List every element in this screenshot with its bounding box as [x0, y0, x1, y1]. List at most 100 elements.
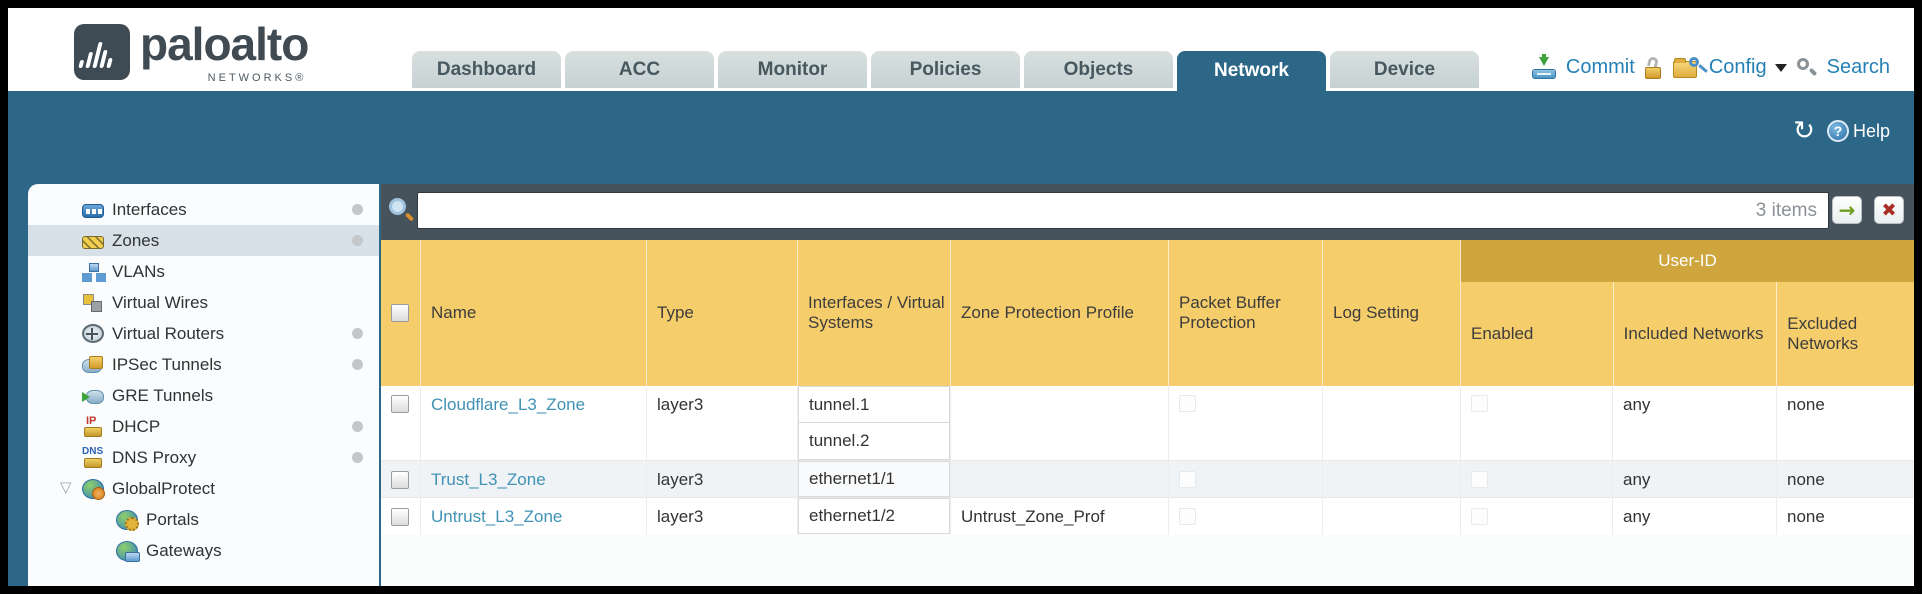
zones-table-body: Cloudflare_L3_Zone layer3 tunnel.1 tunne… [381, 386, 1914, 535]
zones-icon [82, 236, 104, 249]
interfaces-icon [82, 204, 104, 218]
globalprotect-icon [82, 478, 105, 500]
clear-filter-button[interactable]: ✖ [1874, 196, 1904, 224]
sidebar-item-interfaces[interactable]: Interfaces [28, 194, 379, 225]
filter-search-icon[interactable] [389, 198, 415, 224]
row-checkbox[interactable] [391, 507, 409, 526]
column-header-interfaces[interactable]: Interfaces / Virtual Systems [797, 240, 950, 386]
lock-icon[interactable] [1644, 55, 1663, 79]
sidebar-item-virtual-routers[interactable]: Virtual Routers [28, 318, 379, 349]
gre-tunnels-icon [82, 386, 104, 406]
column-label: Enabled [1471, 324, 1534, 343]
column-header-type[interactable]: Type [646, 240, 797, 386]
tab-device[interactable]: Device [1330, 51, 1479, 88]
sidebar-item-portals[interactable]: Portals [28, 504, 379, 535]
sidebar-item-dhcp[interactable]: DHCP [28, 411, 379, 442]
excluded-networks: none [1787, 395, 1825, 414]
main-content: 3 items → ✖ Name Type Interfaces / Virtu… [381, 184, 1914, 586]
user-id-enabled-checkbox[interactable] [1471, 471, 1488, 488]
user-id-column-group: User-ID Enabled Included Networks Exclud… [1460, 240, 1914, 386]
vlans-icon [82, 262, 104, 282]
select-all-checkbox[interactable] [391, 304, 409, 322]
top-navbar: paloalto NETWORKS® Dashboard ACC Monitor… [8, 8, 1914, 91]
tab-monitor[interactable]: Monitor [718, 51, 867, 88]
table-row-untrust: Untrust_L3_Zone layer3 ethernet1/2 Untru… [381, 497, 1914, 535]
tab-objects[interactable]: Objects [1024, 51, 1173, 88]
sidebar-item-label: Portals [146, 509, 199, 529]
sidebar-item-label: VLANs [112, 261, 165, 281]
column-header-name[interactable]: Name [420, 240, 646, 386]
column-header-excluded-networks[interactable]: Excluded Networks [1776, 282, 1914, 386]
apply-filter-button[interactable]: → [1832, 196, 1862, 224]
sidebar-item-virtual-wires[interactable]: Virtual Wires [28, 287, 379, 318]
included-networks: any [1623, 469, 1651, 489]
tab-policies[interactable]: Policies [871, 51, 1020, 88]
zone-name-link[interactable]: Untrust_L3_Zone [431, 506, 563, 526]
tab-network[interactable]: Network [1177, 51, 1326, 91]
commit-button[interactable]: Commit [1565, 56, 1635, 78]
sidebar-item-gateways[interactable]: Gateways [28, 535, 379, 566]
tab-acc[interactable]: ACC [565, 51, 714, 88]
sidebar-item-label: GlobalProtect [112, 478, 215, 498]
sidebar-item-label: DNS Proxy [112, 447, 197, 467]
sidebar-item-label: Gateways [146, 540, 222, 560]
excluded-networks: none [1787, 469, 1825, 489]
config-button[interactable]: Config [1708, 56, 1767, 78]
packet-buffer-checkbox[interactable] [1179, 395, 1196, 412]
sidebar-item-gre-tunnels[interactable]: GRE Tunnels [28, 380, 379, 411]
app-window: paloalto NETWORKS® Dashboard ACC Monitor… [8, 8, 1914, 586]
sidebar-item-ipsec-tunnels[interactable]: IPSec Tunnels [28, 349, 379, 380]
included-networks: any [1623, 395, 1651, 414]
user-id-enabled-checkbox[interactable] [1471, 508, 1488, 525]
commit-icon[interactable] [1531, 53, 1556, 79]
sidebar-item-dns-proxy[interactable]: DNS Proxy [28, 442, 379, 473]
expand-triangle-icon[interactable] [60, 478, 72, 496]
zone-name-link[interactable]: Trust_L3_Zone [431, 469, 546, 489]
dns-proxy-icon [82, 446, 104, 468]
column-header-included-networks[interactable]: Included Networks [1612, 282, 1777, 386]
sidebar-item-zones[interactable]: Zones [28, 225, 379, 256]
config-icon[interactable] [1672, 56, 1699, 79]
refresh-icon[interactable]: ↻ [1793, 116, 1815, 146]
logo-brand-text: paloalto [140, 18, 309, 70]
excluded-networks: none [1787, 506, 1825, 526]
virtual-routers-icon [82, 324, 104, 343]
status-dot [352, 328, 363, 339]
table-row-trust: Trust_L3_Zone layer3 ethernet1/1 any non… [381, 460, 1914, 498]
zone-name-link[interactable]: Cloudflare_L3_Zone [431, 395, 586, 414]
select-all-cell [381, 240, 420, 386]
column-label: Excluded Networks [1787, 314, 1859, 353]
tab-dashboard[interactable]: Dashboard [412, 51, 561, 88]
portals-icon [116, 509, 139, 531]
row-checkbox[interactable] [391, 470, 409, 489]
sidebar-item-label: Zones [112, 230, 160, 250]
user-id-group-header[interactable]: User-ID [1461, 240, 1914, 282]
help-button[interactable]: ? Help [1826, 120, 1890, 142]
packet-buffer-checkbox[interactable] [1179, 471, 1196, 488]
search-icon[interactable] [1796, 57, 1817, 78]
user-id-enabled-checkbox[interactable] [1471, 395, 1488, 412]
filter-bar: 3 items → ✖ [381, 184, 1914, 240]
column-header-packet-buffer-protection[interactable]: Packet Buffer Protection [1168, 240, 1322, 386]
packet-buffer-checkbox[interactable] [1179, 508, 1196, 525]
interface-cell: ethernet1/2 [798, 498, 950, 534]
sidebar: Interfaces Zones VLANs Virtual Wires Vir… [28, 184, 379, 586]
table-header: Name Type Interfaces / Virtual Systems Z… [381, 240, 1914, 386]
content-header-actions: ↻ ? Help [1793, 116, 1890, 146]
column-label: Log Setting [1333, 303, 1420, 322]
search-button[interactable]: Search [1826, 56, 1890, 78]
row-checkbox[interactable] [391, 395, 409, 413]
column-header-enabled[interactable]: Enabled [1461, 282, 1613, 386]
zone-type: layer3 [657, 395, 704, 414]
filter-input[interactable] [417, 192, 1829, 229]
sidebar-item-globalprotect[interactable]: GlobalProtect [28, 473, 379, 504]
column-header-zone-protection-profile[interactable]: Zone Protection Profile [950, 240, 1168, 386]
paloalto-logo-icon [74, 24, 130, 80]
interface-cell: ethernet1/1 [798, 461, 950, 497]
status-dot [352, 204, 363, 215]
status-dot [352, 359, 363, 370]
config-dropdown-caret-icon[interactable] [1774, 63, 1787, 72]
sidebar-item-vlans[interactable]: VLANs [28, 256, 379, 287]
column-header-log-setting[interactable]: Log Setting [1322, 240, 1460, 386]
column-label: Zone Protection Profile [961, 303, 1134, 322]
